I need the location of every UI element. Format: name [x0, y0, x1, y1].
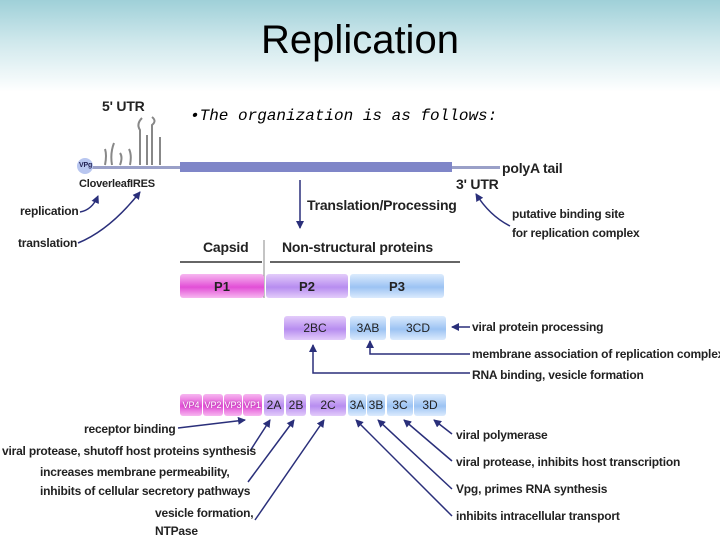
translation-label: translation: [18, 236, 78, 250]
mature-2c: 2C: [310, 394, 346, 416]
stem-loops: [104, 116, 161, 166]
note-polymerase: viral polymerase: [456, 428, 548, 442]
nonstructural-label: Non-structural proteins: [282, 239, 433, 255]
note-membrane-1: increases membrane permeability,: [40, 465, 230, 479]
utr3-line: [452, 166, 500, 169]
translation-processing-label: Translation/Processing: [307, 197, 457, 213]
utr3-label: 3' UTR: [456, 176, 499, 192]
precursor-3ab: 3AB: [350, 316, 386, 340]
mature-2a: 2A: [264, 394, 284, 416]
note-intracellular-transport: inhibits intracellular transport: [456, 509, 620, 523]
mature-2b: 2B: [286, 394, 306, 416]
utr5-label: 5' UTR: [102, 98, 145, 114]
mature-3a: 3A: [348, 394, 366, 416]
mature-vp4: VP4: [180, 394, 202, 416]
precursor-3cd: 3CD: [390, 316, 446, 340]
note-vesicle-1: vesicle formation,: [155, 506, 254, 520]
slide-title: Replication: [261, 18, 459, 62]
replication-label: replication: [20, 204, 79, 218]
note-vpg-primes: Vpg, primes RNA synthesis: [456, 482, 608, 496]
mature-vp3: VP3: [224, 394, 242, 416]
coding-region: [180, 162, 452, 172]
cloverleaf-label: Cloverleaf: [79, 178, 131, 190]
precursor-2bc: 2BC: [284, 316, 346, 340]
capsid-label: Capsid: [203, 239, 249, 255]
note-rna-binding: RNA binding, vesicle formation: [472, 368, 644, 382]
vpg-label: VPg: [79, 162, 93, 169]
mature-3c: 3C: [387, 394, 413, 416]
note-membrane-2: inhibits of cellular secretory pathways: [40, 484, 251, 498]
p1-box: P1: [180, 274, 264, 298]
binding-site-label-1: putative binding site: [512, 207, 625, 221]
mature-vp1: VP1: [243, 394, 262, 416]
vpg-circle: [77, 158, 93, 174]
title-band: [0, 0, 720, 92]
note-membrane-association: membrane association of replication comp…: [472, 347, 720, 361]
mature-3b: 3B: [367, 394, 385, 416]
note-receptor-binding: receptor binding: [84, 422, 176, 436]
mature-3d: 3D: [414, 394, 446, 416]
note-vesicle-2: NTPase: [155, 524, 198, 538]
bullet-text: •The organization is as follows:: [190, 107, 498, 125]
note-viral-protease-right: viral protease, inhibits host transcript…: [456, 455, 681, 469]
note-processing: viral protein processing: [472, 320, 604, 334]
note-viral-protease-left: viral protease, shutoff host proteins sy…: [2, 444, 256, 458]
ires-label: IRES: [130, 178, 155, 190]
utr5-line: [80, 166, 180, 169]
polya-label: polyA tail: [502, 160, 563, 176]
mature-vp2: VP2: [203, 394, 223, 416]
binding-site-label-2: for replication complex: [512, 226, 640, 240]
p3-box: P3: [350, 274, 444, 298]
p2-box: P2: [266, 274, 348, 298]
